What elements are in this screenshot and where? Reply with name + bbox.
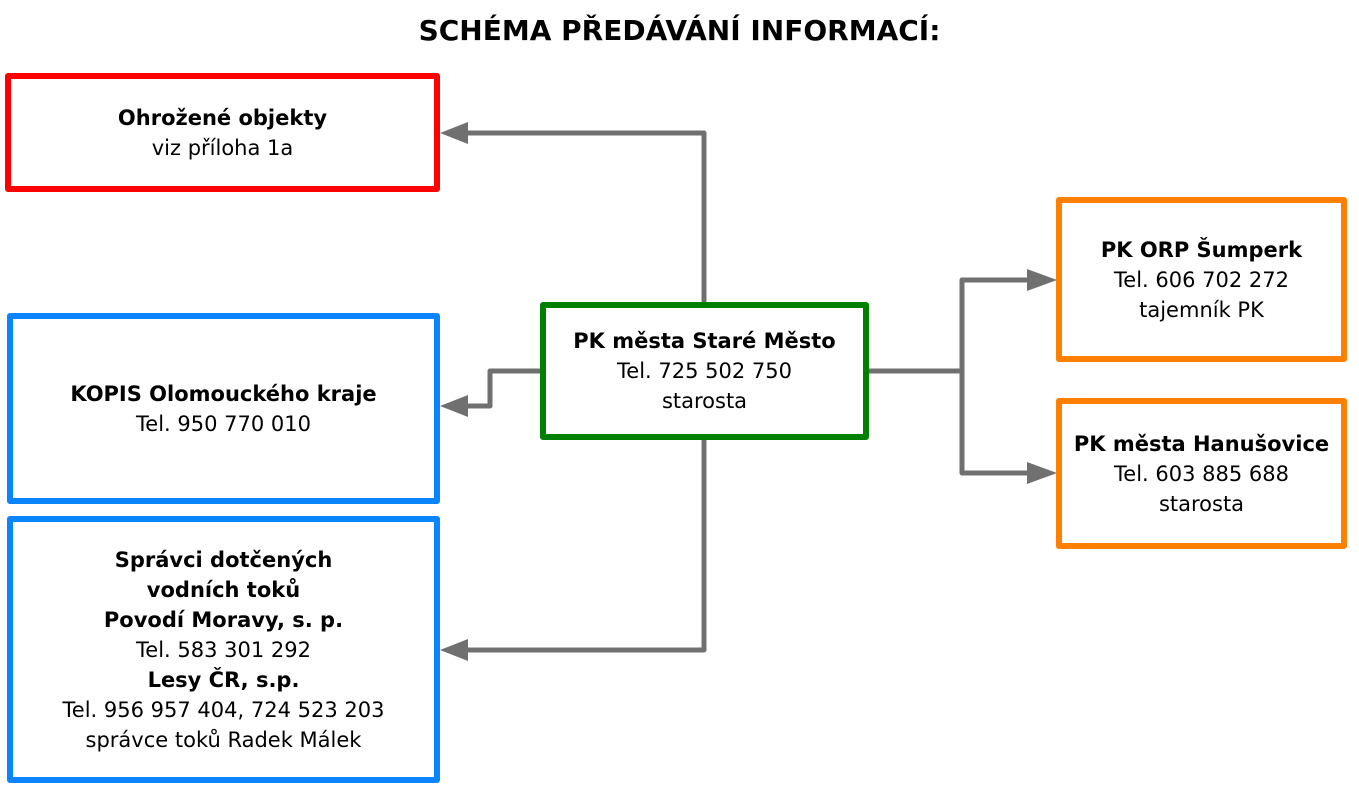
node-center: PK města Staré Město Tel. 725 502 750 st…: [540, 302, 869, 440]
connector-center-to-water-managers: [466, 438, 707, 653]
connector-center-to-kopis: [466, 368, 540, 409]
node-hanusovice-name: PK města Hanušovice: [1073, 431, 1330, 456]
node-orp-sumperk-phone: Tel. 606 702 272: [1114, 267, 1289, 292]
connector-branch-to-sumperk: [959, 277, 1030, 371]
node-kopis-phone: Tel. 950 770 010: [136, 411, 311, 436]
node-center-phone: Tel. 725 502 750: [617, 359, 792, 383]
node-water-managers-heading-2: vodních toků: [146, 577, 301, 602]
connector-branch-to-hanusovice: [959, 371, 1030, 476]
node-threatened-objects-name: Ohrožené objekty: [117, 105, 328, 130]
connector-center-to-threatened: [466, 130, 707, 302]
node-water-managers-org1-phone: Tel. 583 301 292: [136, 637, 311, 662]
diagram-title: SCHÉMA PŘEDÁVÁNÍ INFORMACÍ:: [418, 14, 941, 47]
node-water-managers-heading-1: Správci dotčených: [114, 547, 333, 572]
arrowhead-water-managers: [440, 639, 468, 661]
arrowhead-threatened: [440, 122, 468, 144]
node-kopis-name: KOPIS Olomouckého kraje: [70, 381, 377, 406]
node-water-managers: Správci dotčených vodních toků Povodí Mo…: [7, 516, 440, 783]
arrowhead-kopis: [440, 395, 468, 417]
node-orp-sumperk-name: PK ORP Šumperk: [1100, 237, 1303, 262]
node-hanusovice-phone: Tel. 603 885 688: [1114, 461, 1289, 486]
node-hanusovice-role: starosta: [1158, 491, 1245, 516]
arrowhead-hanusovice: [1027, 462, 1057, 484]
node-orp-sumperk: PK ORP Šumperk Tel. 606 702 272 tajemník…: [1056, 197, 1347, 362]
node-water-managers-org2-phone: Tel. 956 957 404, 724 523 203: [62, 697, 385, 722]
node-threatened-objects: Ohrožené objekty viz příloha 1a: [5, 73, 440, 192]
node-water-managers-org2-contact: správce toků Radek Málek: [85, 727, 362, 752]
node-hanusovice: PK města Hanušovice Tel. 603 885 688 sta…: [1056, 398, 1347, 549]
node-threatened-objects-note: viz příloha 1a: [151, 135, 294, 160]
node-water-managers-org1-name: Povodí Moravy, s. p.: [103, 607, 344, 632]
node-center-role: starosta: [661, 389, 748, 413]
node-center-name: PK města Staré Město: [573, 329, 836, 353]
arrowhead-sumperk: [1027, 269, 1057, 291]
node-orp-sumperk-role: tajemník PK: [1139, 297, 1264, 322]
node-water-managers-org2-name: Lesy ČR, s.p.: [147, 667, 300, 692]
node-kopis: KOPIS Olomouckého kraje Tel. 950 770 010: [7, 313, 440, 504]
